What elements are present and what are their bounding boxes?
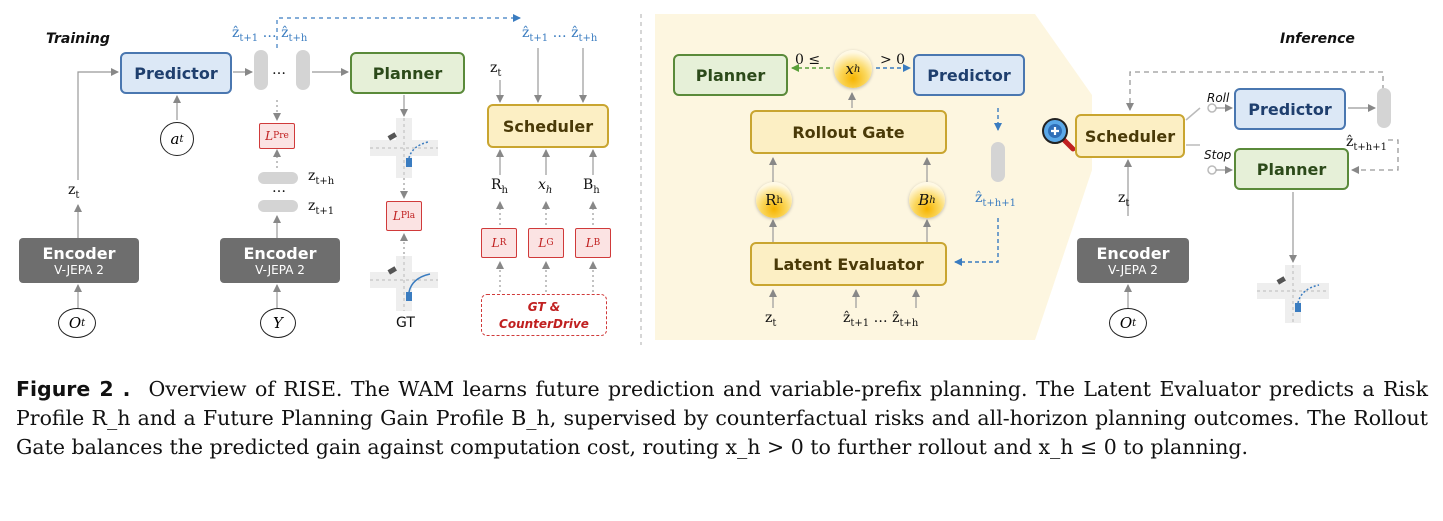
training-encoder-box: Encoder V-JEPA 2 <box>19 238 139 283</box>
next-latent-token <box>1377 88 1391 128</box>
x-h-label: xh <box>538 177 553 196</box>
zhat-sequence-label: ẑt+1 … ẑt+h <box>522 25 598 44</box>
target-latent-token <box>258 172 298 184</box>
gt-counterdrive-box: GT & CounterDrive <box>481 294 607 336</box>
figure-label: Figure 2 . <box>16 377 131 401</box>
roll-label: Roll <box>1207 91 1230 105</box>
inference-predictor-box: Predictor <box>1234 88 1346 130</box>
zhat-sequence-label: ẑt+1 … ẑt+h <box>232 25 308 44</box>
zhat-next-label: ẑt+h+1 <box>1346 134 1387 153</box>
next-latent-token <box>991 142 1005 182</box>
encoder-subtitle: V-JEPA 2 <box>255 262 305 277</box>
encoder-title: Encoder <box>42 243 116 263</box>
stop-label: Stop <box>1204 148 1232 162</box>
inference-title: Inference <box>1280 31 1355 47</box>
inference-encoder-box: Encoder V-JEPA 2 <box>1077 238 1189 283</box>
gt-trajectory-scene <box>370 256 438 311</box>
gt-box-line2: CounterDrive <box>499 317 589 331</box>
target-latent-token <box>258 200 298 212</box>
r-h-label: Rh <box>491 177 508 196</box>
encoder-subtitle: V-JEPA 2 <box>54 262 104 277</box>
zhat-next-label: ẑt+h+1 <box>975 190 1016 209</box>
predicted-trajectory-scene <box>370 118 438 178</box>
training-predictor-box: Predictor <box>120 52 232 94</box>
latent-token <box>296 50 310 90</box>
z-th-label: zt+h <box>308 168 335 187</box>
z-t1-label: zt+1 <box>308 198 335 217</box>
inference-scheduler-box: Scheduler <box>1075 114 1185 158</box>
gt-zero-label: > 0 <box>880 52 906 68</box>
rollout-gate-box: Rollout Gate <box>750 110 947 154</box>
z-t-label: zt <box>765 310 777 329</box>
encoder-subtitle: V-JEPA 2 <box>1108 262 1158 277</box>
z-t-label: zt <box>1118 190 1130 209</box>
caption-text: Overview of RISE. The WAM learns future … <box>16 377 1428 459</box>
ellipsis: … <box>272 62 286 78</box>
middle-predictor-box: Predictor <box>913 54 1025 96</box>
inference-planner-box: Planner <box>1234 148 1349 190</box>
encoder-title: Encoder <box>1096 243 1170 263</box>
b-h-label: Bh <box>583 177 600 196</box>
figure-caption: Figure 2 .Overview of RISE. The WAM lear… <box>16 375 1428 462</box>
le-zero-label: 0 ≤ <box>795 52 821 68</box>
z-t-label: zt <box>490 60 502 79</box>
middle-planner-box: Planner <box>673 54 788 96</box>
gt-label: GT <box>396 315 415 331</box>
latent-token <box>254 50 268 90</box>
training-target-encoder-box: Encoder V-JEPA 2 <box>220 238 340 283</box>
gt-input-node: Y <box>260 308 296 338</box>
training-planner-box: Planner <box>350 52 465 94</box>
training-title: Training <box>46 31 110 47</box>
zhat-sequence-label: ẑt+1 … ẑt+h <box>843 310 919 329</box>
latent-evaluator-box: Latent Evaluator <box>750 242 947 286</box>
magnifier-icon <box>1042 118 1076 152</box>
gt-box-line1: GT & <box>527 300 561 314</box>
encoder-title: Encoder <box>243 243 317 263</box>
output-trajectory-scene <box>1257 265 1329 323</box>
ellipsis: … <box>272 180 286 196</box>
z-t-label: zt <box>68 182 80 201</box>
training-scheduler-box: Scheduler <box>487 104 609 148</box>
